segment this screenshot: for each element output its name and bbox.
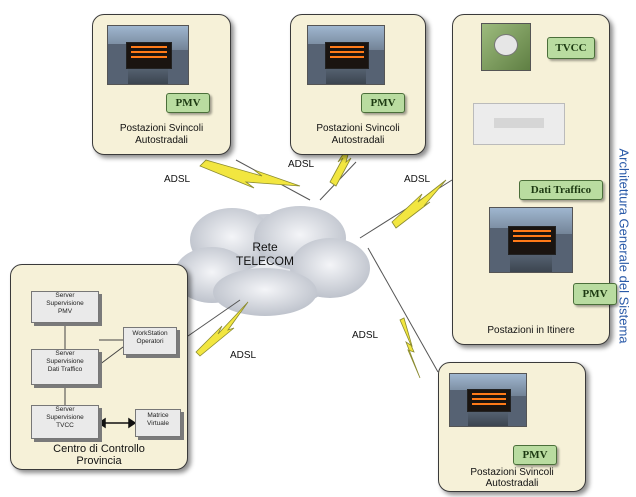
pmv-sign-photo <box>307 25 385 85</box>
tvcc-camera-photo <box>481 23 531 71</box>
control-links <box>64 323 137 429</box>
itinere-panel: TVCC Dati Traffico PMV Postazioni in Iti… <box>452 14 617 345</box>
tvcc-tag: TVCC <box>547 37 595 59</box>
pmv-sign-photo <box>107 25 189 85</box>
station-label-line2: Autostradali <box>331 135 385 146</box>
diagram-title-text: Architettura Generale del Sistema <box>616 148 632 344</box>
itinere-label: Postazioni in Itinere <box>487 325 575 336</box>
station-label-line2: Autostradali <box>135 135 188 146</box>
pmv-sign-photo <box>449 373 527 427</box>
pmv-sign-photo <box>489 207 573 273</box>
traffic-sensor-photo <box>473 103 565 145</box>
adsl-label-bottom-right: ADSL <box>352 330 379 341</box>
cloud-shape <box>174 206 370 316</box>
station-label-line1: Postazioni Svincoli <box>470 467 554 478</box>
pmv-tag: PMV <box>361 93 405 113</box>
station-panel-top-left: PMV Postazioni Svincoli Autostradali <box>92 14 231 155</box>
pmv-tag: PMV <box>166 93 210 113</box>
lightning-icon <box>195 301 249 357</box>
control-label-line1: Centro di Controllo <box>53 443 145 455</box>
cloud-label-line1: Rete <box>252 240 278 254</box>
station-label-line1: Postazioni Svincoli <box>316 123 400 134</box>
adsl-label-top-left: ADSL <box>164 174 191 185</box>
control-label-line2: Provincia <box>76 455 122 467</box>
diagram-title: Architettura Generale del Sistema <box>616 136 632 356</box>
lightning-icon <box>399 317 421 379</box>
lightning-icon <box>199 159 301 189</box>
traffic-data-tag: Dati Traffico <box>519 180 603 200</box>
lightning-icon <box>391 179 447 229</box>
cloud-label-line2: TELECOM <box>235 254 294 268</box>
pmv-tag: PMV <box>573 283 617 305</box>
adsl-label-top-center: ADSL <box>288 159 315 170</box>
station-panel-bottom-right: PMV Postazioni Svincoli Autostradali <box>438 362 586 492</box>
station-label-line2: Autostradali <box>485 478 539 489</box>
station-label-line1: Postazioni Svincoli <box>119 123 204 134</box>
adsl-label-itinere: ADSL <box>404 174 431 185</box>
pmv-tag: PMV <box>513 445 557 465</box>
adsl-label-control: ADSL <box>230 350 257 361</box>
station-panel-top-center: PMV Postazioni Svincoli Autostradali <box>290 14 426 155</box>
